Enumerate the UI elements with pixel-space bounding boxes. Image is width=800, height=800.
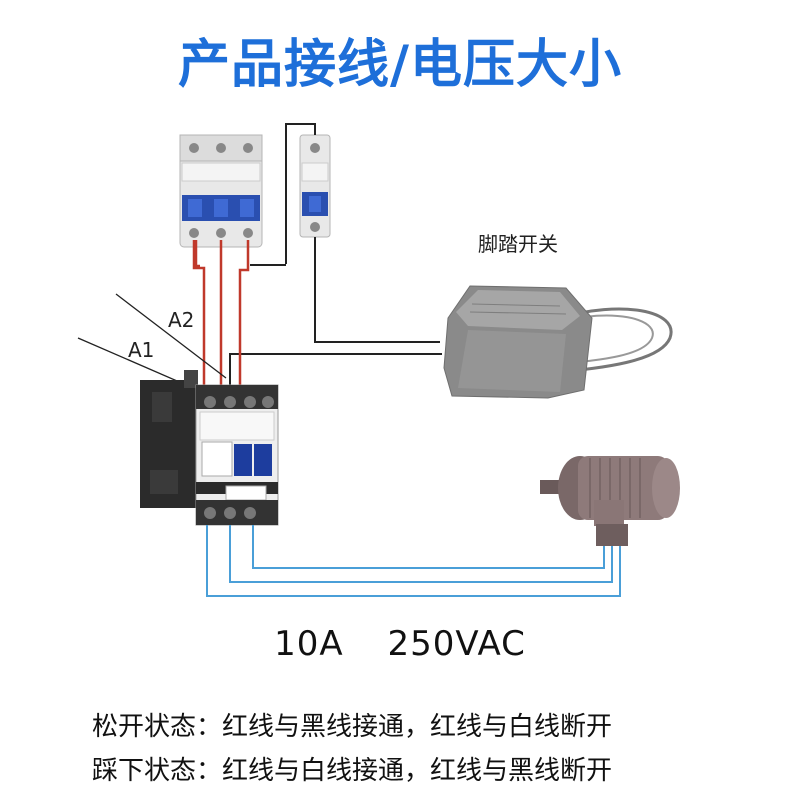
red-wires xyxy=(192,240,250,405)
rating-current: 10A xyxy=(274,624,344,664)
coil-pointer-lines xyxy=(77,293,227,385)
three-pole-breaker xyxy=(179,134,263,248)
foot-switch-label: 脚踏开关 xyxy=(478,232,558,256)
motor xyxy=(540,456,680,546)
foot-switch xyxy=(443,285,673,399)
press-state-text: 踩下状态：红线与白线接通，红线与黑线断开 xyxy=(92,756,613,786)
rating: 10A 250VAC xyxy=(0,624,800,664)
a2-label: A2 xyxy=(168,308,195,332)
page-title: 产品接线/电压大小 xyxy=(178,35,622,95)
contactor xyxy=(140,370,279,526)
release-state-text: 松开状态：红线与黑线接通，红线与白线断开 xyxy=(92,712,613,742)
blue-wires xyxy=(206,525,621,597)
a1-label: A1 xyxy=(128,338,155,362)
single-pole-breaker xyxy=(299,134,331,238)
black-wires xyxy=(229,123,442,398)
rating-voltage: 250VAC xyxy=(387,624,526,664)
